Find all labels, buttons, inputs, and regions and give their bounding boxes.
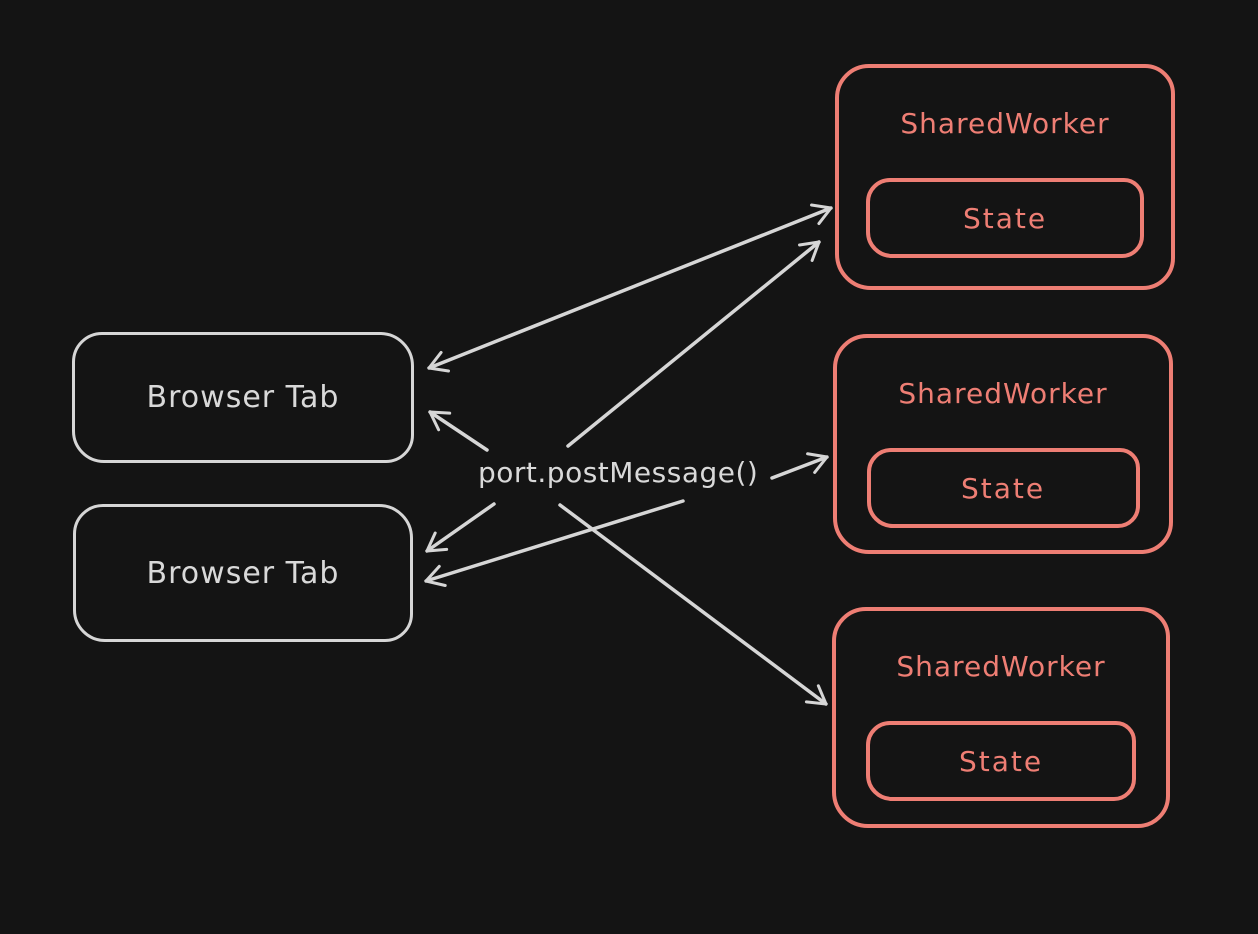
- shared-worker-1-state-label: State: [962, 201, 1048, 235]
- port-postmessage-label: port.postMessage(): [478, 456, 759, 489]
- shared-worker-3-label: SharedWorker: [896, 650, 1106, 683]
- shared-worker-3-state-box: State: [866, 721, 1136, 801]
- arrow-label-to-tab1: [428, 410, 489, 452]
- shared-worker-3-state-label: State: [958, 744, 1044, 778]
- arrow-worker2-to-tab2: [424, 499, 685, 587]
- arrow-label-to-worker2: [770, 452, 829, 480]
- shared-worker-2-state-box: State: [866, 448, 1140, 528]
- browser-tab-2-label: Browser Tab: [146, 555, 340, 591]
- browser-tab-2-box: Browser Tab: [73, 504, 413, 642]
- shared-worker-1-label: SharedWorker: [900, 107, 1110, 140]
- shared-worker-1-state-box: State: [866, 178, 1144, 258]
- arrow-label-to-worker3: [558, 503, 828, 706]
- arrow-tab1-worker1-bidirectional: [427, 203, 833, 373]
- shared-worker-1-box: SharedWorker State: [835, 64, 1175, 290]
- shared-worker-2-label: SharedWorker: [898, 377, 1108, 410]
- browser-tab-1-box: Browser Tab: [72, 332, 414, 463]
- arrow-label-to-worker1: [566, 240, 821, 448]
- shared-worker-2-box: SharedWorker State: [833, 334, 1173, 554]
- shared-worker-2-state-label: State: [960, 471, 1046, 505]
- shared-worker-3-box: SharedWorker State: [832, 607, 1170, 828]
- browser-tab-1-label: Browser Tab: [146, 380, 340, 415]
- arrow-label-to-tab2: [425, 502, 496, 553]
